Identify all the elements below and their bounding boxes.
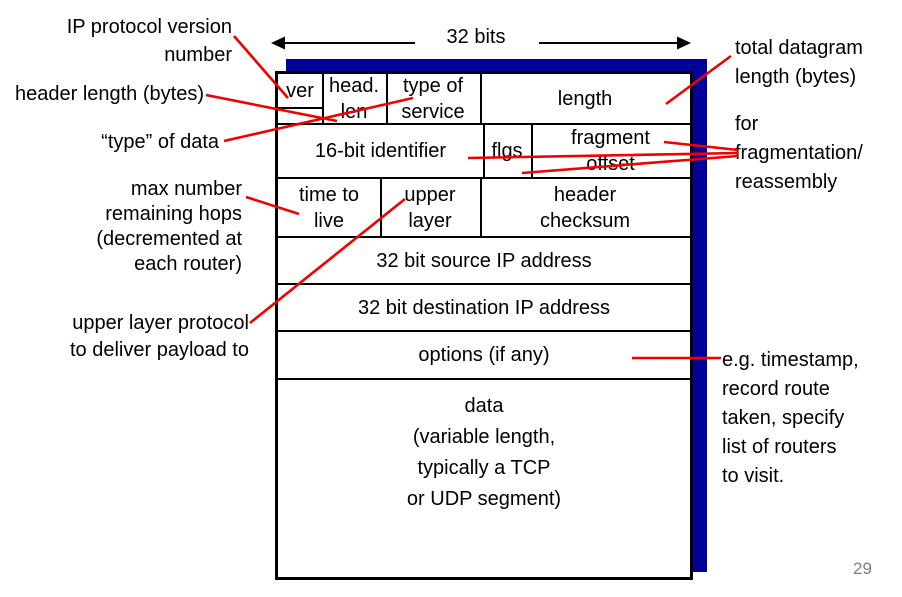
field-header-length: head. len xyxy=(328,75,380,123)
field-header-checksum: header checksum xyxy=(539,183,631,232)
page-number: 29 xyxy=(853,559,872,578)
bits-arrow-left-head xyxy=(271,36,285,50)
bits-arrow-right-head xyxy=(677,36,691,50)
field-time-to-live: time to live xyxy=(298,183,360,232)
annotation-fragmentation-reassembly: for fragmentation/ reassembly xyxy=(735,113,863,193)
bits-width-label: 32 bits xyxy=(446,26,506,48)
field-type-of-service: type of service xyxy=(401,75,465,123)
grid-vline-tos-length xyxy=(480,74,482,124)
ip-header-table: ver head. len type of service length 16-… xyxy=(275,71,693,580)
grid-vline-ident-flgs xyxy=(483,124,485,178)
annotation-ip-protocol-version: IP protocol version number xyxy=(66,16,232,66)
field-identifier: 16-bit identifier xyxy=(314,140,447,162)
annotation-options-examples: e.g. timestamp, record route taken, spec… xyxy=(722,349,859,487)
grid-ver-underline xyxy=(278,107,323,109)
field-flags: flgs xyxy=(491,140,523,162)
field-length: length xyxy=(557,88,613,110)
grid-hline-row6 xyxy=(278,378,690,380)
annotation-max-remaining-hops: max number remaining hops (decremented a… xyxy=(96,178,242,275)
field-upper-layer: upper layer xyxy=(404,183,456,232)
annotation-header-length: header length (bytes) xyxy=(14,83,204,105)
annotation-type-of-data: “type” of data xyxy=(101,131,219,153)
field-source-ip-address: 32 bit source IP address xyxy=(376,249,592,272)
grid-hline-row4 xyxy=(278,283,690,285)
field-options: options (if any) xyxy=(418,344,550,366)
field-data-payload: data (variable length, typically a TCP o… xyxy=(406,395,562,510)
annotation-upper-layer-protocol: upper layer protocol to deliver payload … xyxy=(69,312,249,361)
grid-hline-row3 xyxy=(278,236,690,238)
grid-hline-row2 xyxy=(278,177,690,179)
field-fragment-offset: fragment offset xyxy=(571,127,650,175)
field-destination-ip-address: 32 bit destination IP address xyxy=(357,296,611,319)
annotation-total-datagram-length: total datagram length (bytes) xyxy=(735,37,863,88)
grid-hline-row5 xyxy=(278,330,690,332)
field-version: ver xyxy=(286,79,314,102)
grid-vline-flgs-frag xyxy=(531,124,533,178)
grid-vline-upper-checksum xyxy=(480,178,482,237)
